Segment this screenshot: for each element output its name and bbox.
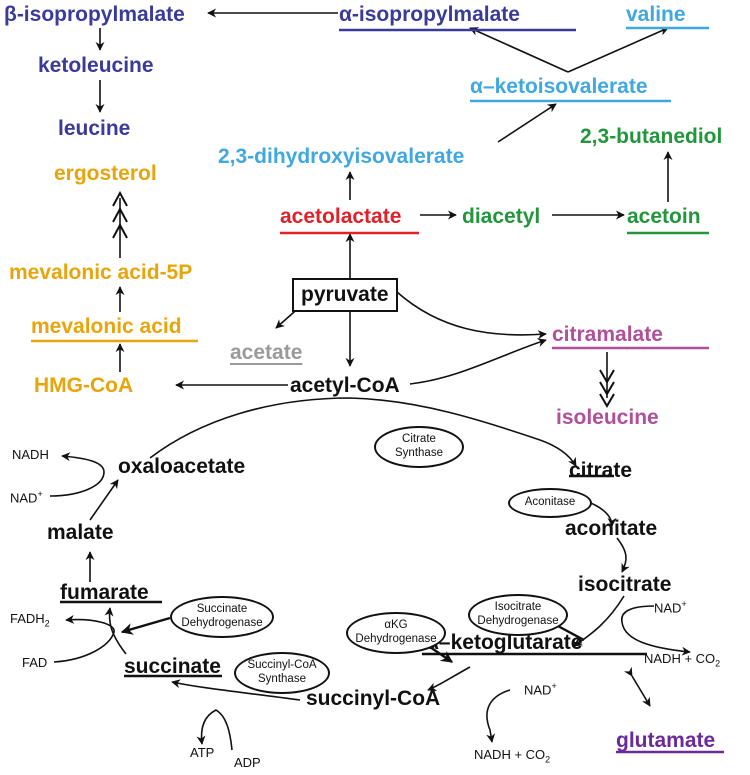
metabolite-aconitate: aconitate (565, 517, 658, 540)
metabolite-ergosterol: ergosterol (54, 162, 157, 185)
cofactor-nad-top: NAD+ (10, 489, 43, 506)
metabolite-mevalonic-acid-5p: mevalonic acid-5P (9, 261, 193, 284)
metabolite-fumarate: fumarate (60, 581, 149, 604)
metabolite-succinyl-coa: succinyl-CoA (306, 687, 441, 710)
metabolite-citrate: citrate (569, 459, 633, 482)
metabolite-glutamate: glutamate (616, 729, 716, 752)
metabolite-alpha-ketoglutarate: α–ketoglutarate (426, 631, 583, 654)
metabolite-acetoin: acetoin (627, 205, 701, 228)
cofactor-nadh-co2-akg: NADH + CO2 (474, 747, 551, 765)
arrow-nad-to-nadh-top (49, 452, 105, 497)
arrow-acetylcoa-to-citramalate (409, 338, 547, 385)
arrow-pyruvate-to-citramalate (396, 291, 547, 340)
metabolite-hmg-coa: HMG-CoA (34, 374, 134, 397)
metabolite-malate: malate (47, 521, 114, 544)
metabolite-acetolactate: acetolactate (280, 205, 402, 228)
metabolite-valine: valine (626, 3, 686, 26)
arrow-dhiv-to-akiv (497, 103, 557, 143)
arrow-malate-to-oxaloacetate (89, 479, 119, 521)
arrow-akg-glutamate (623, 666, 651, 707)
cofactor-fadh2: FADH2 (10, 611, 50, 629)
arrow-succinylcoa-to-succinate (171, 679, 301, 701)
arrow-isocitrate-nad (621, 605, 691, 656)
metabolite-pyruvate: pyruvate (301, 283, 389, 306)
metabolite-leucine: leucine (58, 117, 131, 140)
arrow-akiv-to-valine (567, 27, 669, 73)
metabolite-butanediol: 2,3-butanediol (580, 125, 723, 148)
metabolite-alpha-ketoisovalerate: α–ketoisovalerate (470, 75, 648, 98)
arrow-isocitrate-dh-pointer (555, 623, 585, 642)
metabolite-acetate: acetate (230, 341, 303, 364)
arrow-oxaloacetate-to-citrate (149, 397, 576, 466)
metabolite-beta-isopropylmalate: β-isopropylmalate (4, 3, 185, 26)
arrow-isocitrate-to-akg (573, 595, 625, 647)
arrow-akg-to-succinylcoa (427, 666, 471, 692)
arrow-fad-to-fadh2 (53, 614, 115, 663)
cofactor-nadh-top: NADH (12, 447, 49, 462)
metabolite-succinate: succinate (124, 655, 221, 678)
arrow-succinate-dh-pointer (120, 616, 171, 635)
arrow-aconitate-to-isocitrate (616, 537, 630, 573)
cofactor-atp: ATP (190, 745, 215, 760)
metabolite-isoleucine: isoleucine (556, 406, 659, 429)
arrow-akg-nad (486, 689, 511, 743)
metabolite-isocitrate: isocitrate (578, 573, 672, 596)
arrow-adp-to-atp (196, 709, 233, 751)
pyruvate-box (292, 278, 398, 312)
metabolite-mevalonic-acid: mevalonic acid (31, 315, 182, 338)
metabolite-alpha-isopropylmalate: α-isopropylmalate (339, 3, 520, 26)
arrow-akiv-to-aipm (469, 27, 569, 73)
metabolite-oxaloacetate: oxaloacetate (118, 455, 246, 478)
cofactor-nadh-co2-isocitrate: NADH + CO2 (644, 651, 721, 669)
enzyme-aconitase: Aconitase (508, 488, 592, 518)
metabolite-dihydroxyisovalerate: 2,3-dihydroxyisovalerate (218, 145, 465, 168)
metabolite-diacetyl: diacetyl (462, 205, 541, 228)
cofactor-fad: FAD (22, 655, 48, 670)
metabolite-ketoleucine: ketoleucine (38, 54, 154, 77)
cofactor-adp: ADP (234, 755, 261, 770)
arrow-succinate-to-fumarate (104, 607, 127, 655)
metabolite-citramalate: citramalate (552, 323, 663, 346)
cofactor-nad-akg: NAD+ (524, 681, 557, 698)
cofactor-nad-isocitrate: NAD+ (654, 599, 687, 616)
metabolite-acetyl-coa: acetyl-CoA (290, 374, 400, 397)
